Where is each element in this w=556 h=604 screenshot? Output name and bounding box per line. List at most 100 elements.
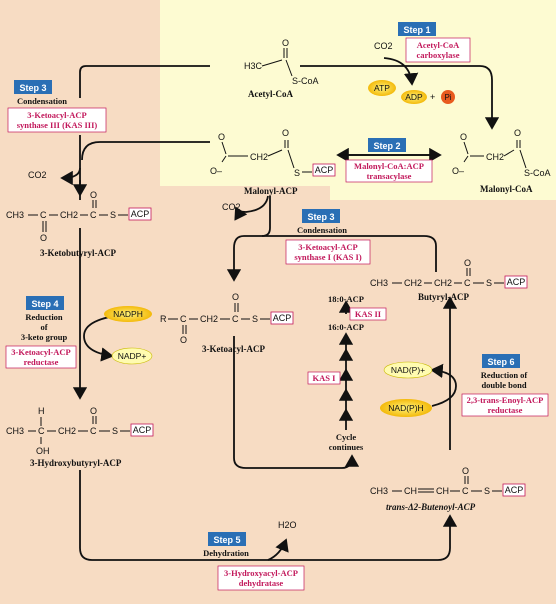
svg-text:R: R (160, 314, 167, 324)
adp-icon: ADP (401, 90, 427, 104)
step5-enzyme-box: 3-Hydroxyacyl-ACP dehydratase (217, 565, 305, 591)
cycle-chain: 18:0-ACP 16:0-ACP KAS II KAS I Cycle con… (307, 294, 387, 452)
svg-text:H: H (38, 406, 45, 416)
svg-text:S: S (112, 426, 118, 436)
svg-text:ADP: ADP (405, 92, 423, 102)
step3a-badge: Step 3 Condensation (14, 80, 67, 106)
step3a-enzyme-box: 3-Ketoacyl-ACP synthase III (KAS III) (7, 107, 107, 133)
svg-text:16:0-ACP: 16:0-ACP (328, 322, 364, 332)
svg-text:O: O (90, 190, 97, 200)
svg-text:Step 4: Step 4 (31, 299, 58, 309)
step4-badge: Step 4 Reduction of 3-keto group (21, 296, 68, 342)
step6-badge: Step 6 Reduction of double bond (481, 354, 528, 390)
atp-icon: ATP (368, 80, 396, 96)
svg-text:O: O (40, 233, 47, 243)
svg-text:Reduction: Reduction (25, 312, 63, 322)
h2o-label: H2O (278, 520, 297, 530)
svg-text:3-Ketoacyl-ACP: 3-Ketoacyl-ACP (27, 110, 86, 120)
svg-text:synthase III (KAS III): synthase III (KAS III) (17, 120, 98, 130)
step6-enzyme-box: 2,3-trans-Enoyl-ACP reductase (461, 393, 549, 417)
svg-text:O: O (462, 466, 469, 476)
svg-text:reductase: reductase (24, 357, 59, 367)
svg-text:C: C (90, 210, 97, 220)
svg-text:CH2: CH2 (486, 152, 504, 162)
svg-text:KAS II: KAS II (355, 309, 382, 319)
svg-text:of: of (40, 322, 47, 332)
svg-text:Condensation: Condensation (17, 96, 67, 106)
svg-text:CH2: CH2 (60, 210, 78, 220)
step1-enzyme-box: Acetyl-CoA carboxylase (405, 37, 471, 63)
svg-text:carboxylase: carboxylase (417, 50, 460, 60)
co2-label: CO2 (374, 41, 393, 51)
step1-badge: Step 1 (398, 22, 436, 36)
svg-text:3-Ketoacyl-ACP: 3-Ketoacyl-ACP (202, 344, 265, 354)
co2-release-label-2: CO2 (222, 202, 241, 212)
svg-text:OH: OH (36, 446, 50, 456)
svg-text:CH3: CH3 (6, 210, 24, 220)
svg-text:CH3: CH3 (6, 426, 24, 436)
svg-text:Reduction of: Reduction of (481, 370, 528, 380)
co2-release-label: CO2 (28, 170, 47, 180)
svg-text:CH2: CH2 (58, 426, 76, 436)
svg-text:S: S (294, 168, 300, 178)
step4-enzyme-box: 3-Ketoacyl-ACP reductase (5, 345, 77, 369)
svg-text:3-Hydroxyacyl-ACP: 3-Hydroxyacyl-ACP (224, 568, 298, 578)
svg-text:CH3: CH3 (370, 486, 388, 496)
svg-text:Butyryl-ACP: Butyryl-ACP (418, 292, 469, 302)
svg-text:Step 5: Step 5 (213, 535, 240, 545)
svg-text:CH2: CH2 (250, 152, 268, 162)
svg-text:O: O (232, 292, 239, 302)
hydroxybutyryl-acp-structure: H CH3 C OH CH2 C O S ACP 3-Hydroxybutyry… (6, 406, 154, 468)
acetyl-coa-structure: H3C O S-CoA Acetyl-CoA (244, 38, 319, 99)
svg-text:CH: CH (436, 486, 449, 496)
step5-badge: Step 5 Dehydration (203, 532, 249, 558)
svg-text:S-CoA: S-CoA (292, 76, 319, 86)
svg-text:transacylase: transacylase (367, 171, 412, 181)
svg-text:O–: O– (210, 166, 222, 176)
svg-text:CH: CH (404, 486, 417, 496)
svg-text:ATP: ATP (374, 83, 390, 93)
svg-text:O: O (460, 132, 467, 142)
svg-text:O: O (282, 38, 289, 48)
svg-text:CH3: CH3 (370, 278, 388, 288)
step2-badge: Step 2 (368, 138, 406, 152)
svg-text:ACP: ACP (131, 209, 150, 219)
svg-text:S-CoA: S-CoA (524, 168, 551, 178)
nadph-icon: NADPH (104, 306, 152, 322)
svg-text:C: C (180, 314, 187, 324)
svg-text:ACP: ACP (507, 277, 526, 287)
svg-text:Step 1: Step 1 (403, 25, 430, 35)
svg-text:Malonyl-ACP: Malonyl-ACP (244, 186, 298, 196)
pathway-arrows (60, 57, 500, 561)
svg-text:3-Ketoacyl-ACP: 3-Ketoacyl-ACP (11, 347, 70, 357)
svg-text:C: C (232, 314, 239, 324)
svg-text:reductase: reductase (488, 405, 523, 415)
svg-text:NADP+: NADP+ (118, 351, 147, 361)
svg-text:3-keto group: 3-keto group (21, 332, 68, 342)
step2-enzyme-box: Malonyl-CoA:ACP transacylase (345, 159, 433, 183)
nadph-reduced-icon: NAD(P)H (380, 399, 432, 417)
malonyl-acp-structure: O O– CH2 O S ACP Malonyl-ACP (210, 128, 336, 196)
svg-text:Step 3: Step 3 (307, 212, 334, 222)
svg-text:O: O (282, 128, 289, 138)
svg-text:Dehydration: Dehydration (203, 548, 249, 558)
ketoacyl-acp-structure: R C O CH2 C O S ACP 3-Ketoacyl-ACP (160, 292, 294, 354)
svg-text:O: O (464, 258, 471, 268)
svg-text:C: C (90, 426, 97, 436)
svg-text:S: S (484, 486, 490, 496)
svg-text:Malonyl-CoA: Malonyl-CoA (480, 184, 533, 194)
svg-text:Step 6: Step 6 (487, 357, 514, 367)
svg-text:C: C (40, 210, 47, 220)
svg-text:NADPH: NADPH (113, 309, 143, 319)
svg-text:dehydratase: dehydratase (239, 578, 284, 588)
svg-text:CH2: CH2 (434, 278, 452, 288)
svg-text:S: S (252, 314, 258, 324)
svg-text:Pi: Pi (444, 93, 451, 102)
svg-text:Cycle: Cycle (336, 432, 357, 442)
svg-text:Condensation: Condensation (297, 225, 347, 235)
step3b-enzyme-box: 3-Ketoacyl-ACP synthase I (KAS I) (285, 239, 371, 265)
svg-text:3-Ketobutyryl-ACP: 3-Ketobutyryl-ACP (40, 248, 116, 258)
svg-text:O: O (90, 406, 97, 416)
svg-text:18:0-ACP: 18:0-ACP (328, 294, 364, 304)
